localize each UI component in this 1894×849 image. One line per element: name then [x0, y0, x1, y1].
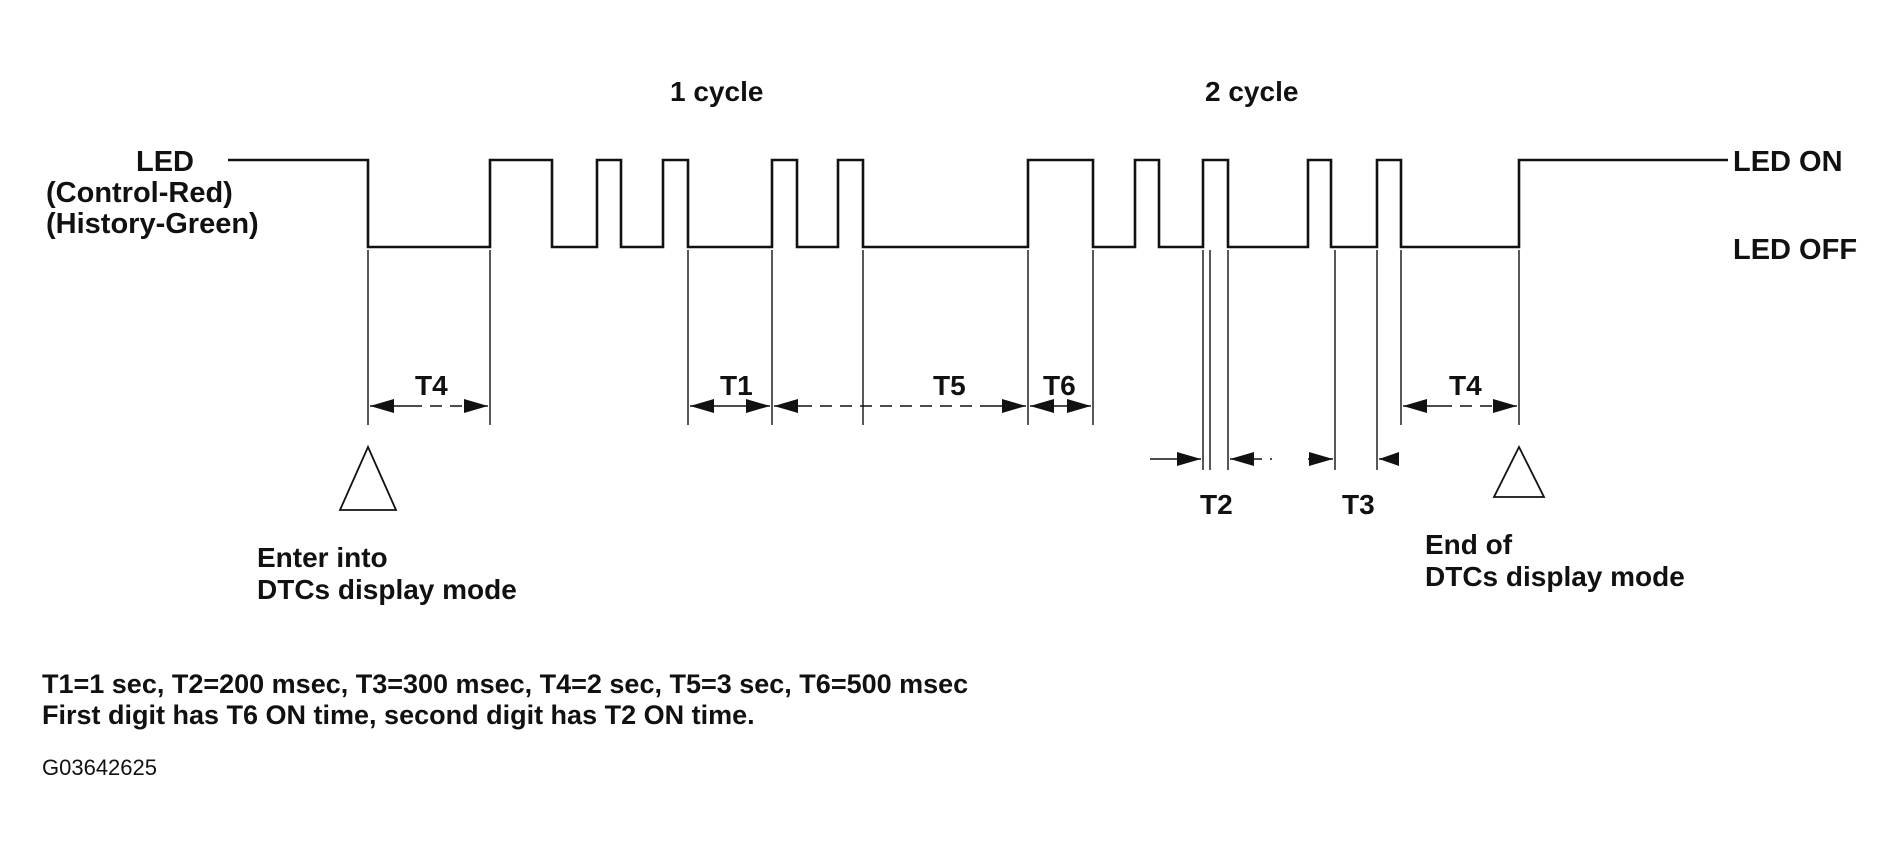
- led-off-label: LED OFF: [1733, 234, 1857, 266]
- start-marker-triangle-icon: [338, 444, 398, 511]
- interval-label-t1: T1: [720, 370, 753, 401]
- dimension-t3: [1308, 452, 1399, 466]
- led-waveform: [228, 158, 1728, 249]
- signal-name: LED: [136, 146, 194, 178]
- led-on-label: LED ON: [1733, 146, 1843, 178]
- digit-note: First digit has T6 ON time, second digit…: [42, 700, 755, 730]
- dimension-t1: [690, 399, 770, 413]
- dimension-t2: [1150, 452, 1272, 466]
- signal-name-history: (History-Green): [46, 208, 259, 240]
- dimension-t5: [774, 399, 1026, 413]
- interval-label-t4-start: T4: [415, 370, 448, 401]
- interval-label-t6: T6: [1043, 370, 1076, 401]
- figure-id: G03642625: [42, 755, 157, 780]
- cycle-label-1: 1 cycle: [670, 76, 763, 107]
- end-caption-line1: End of: [1425, 529, 1513, 560]
- dimension-t4-end: [1403, 399, 1517, 413]
- dimension-t4-start: [370, 399, 488, 413]
- interval-label-t5: T5: [933, 370, 966, 401]
- start-caption-line1: Enter into: [257, 542, 388, 573]
- dimension-t6: [1030, 399, 1091, 413]
- reference-lines: [367, 250, 1520, 470]
- cycle-label-2: 2 cycle: [1205, 76, 1298, 107]
- interval-label-t3: T3: [1342, 489, 1375, 520]
- interval-label-t2: T2: [1200, 489, 1233, 520]
- interval-label-t4-end: T4: [1449, 370, 1482, 401]
- timing-note: T1=1 sec, T2=200 msec, T3=300 msec, T4=2…: [42, 669, 968, 699]
- signal-name-control: (Control-Red): [46, 177, 233, 209]
- end-caption-line2: DTCs display mode: [1425, 561, 1685, 592]
- start-caption-line2: DTCs display mode: [257, 574, 517, 605]
- end-marker-triangle-icon: [1492, 444, 1546, 498]
